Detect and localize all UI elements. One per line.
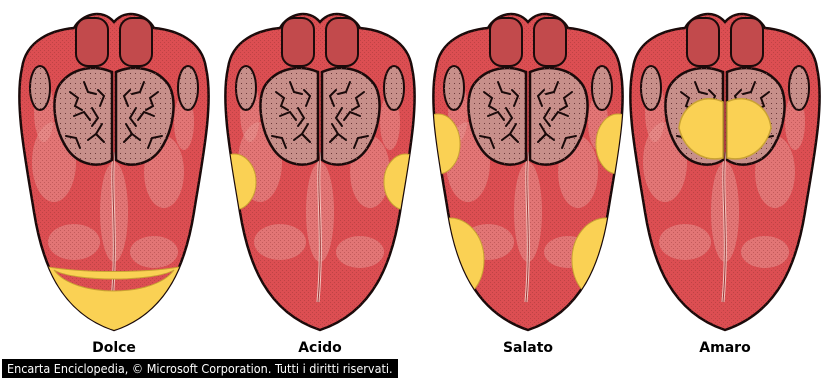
copyright-caption: Encarta Enciclopedia, © Microsoft Corpor…: [2, 359, 398, 378]
label-salato: Salato: [428, 340, 628, 356]
label-amaro: Amaro: [625, 340, 825, 356]
tongue-salato: [416, 12, 640, 332]
label-acido: Acido: [220, 340, 420, 356]
tongue-dolce: [14, 12, 214, 332]
tongue-acido: [212, 12, 428, 332]
tongue-amaro: [625, 12, 825, 332]
label-dolce: Dolce: [14, 340, 214, 356]
